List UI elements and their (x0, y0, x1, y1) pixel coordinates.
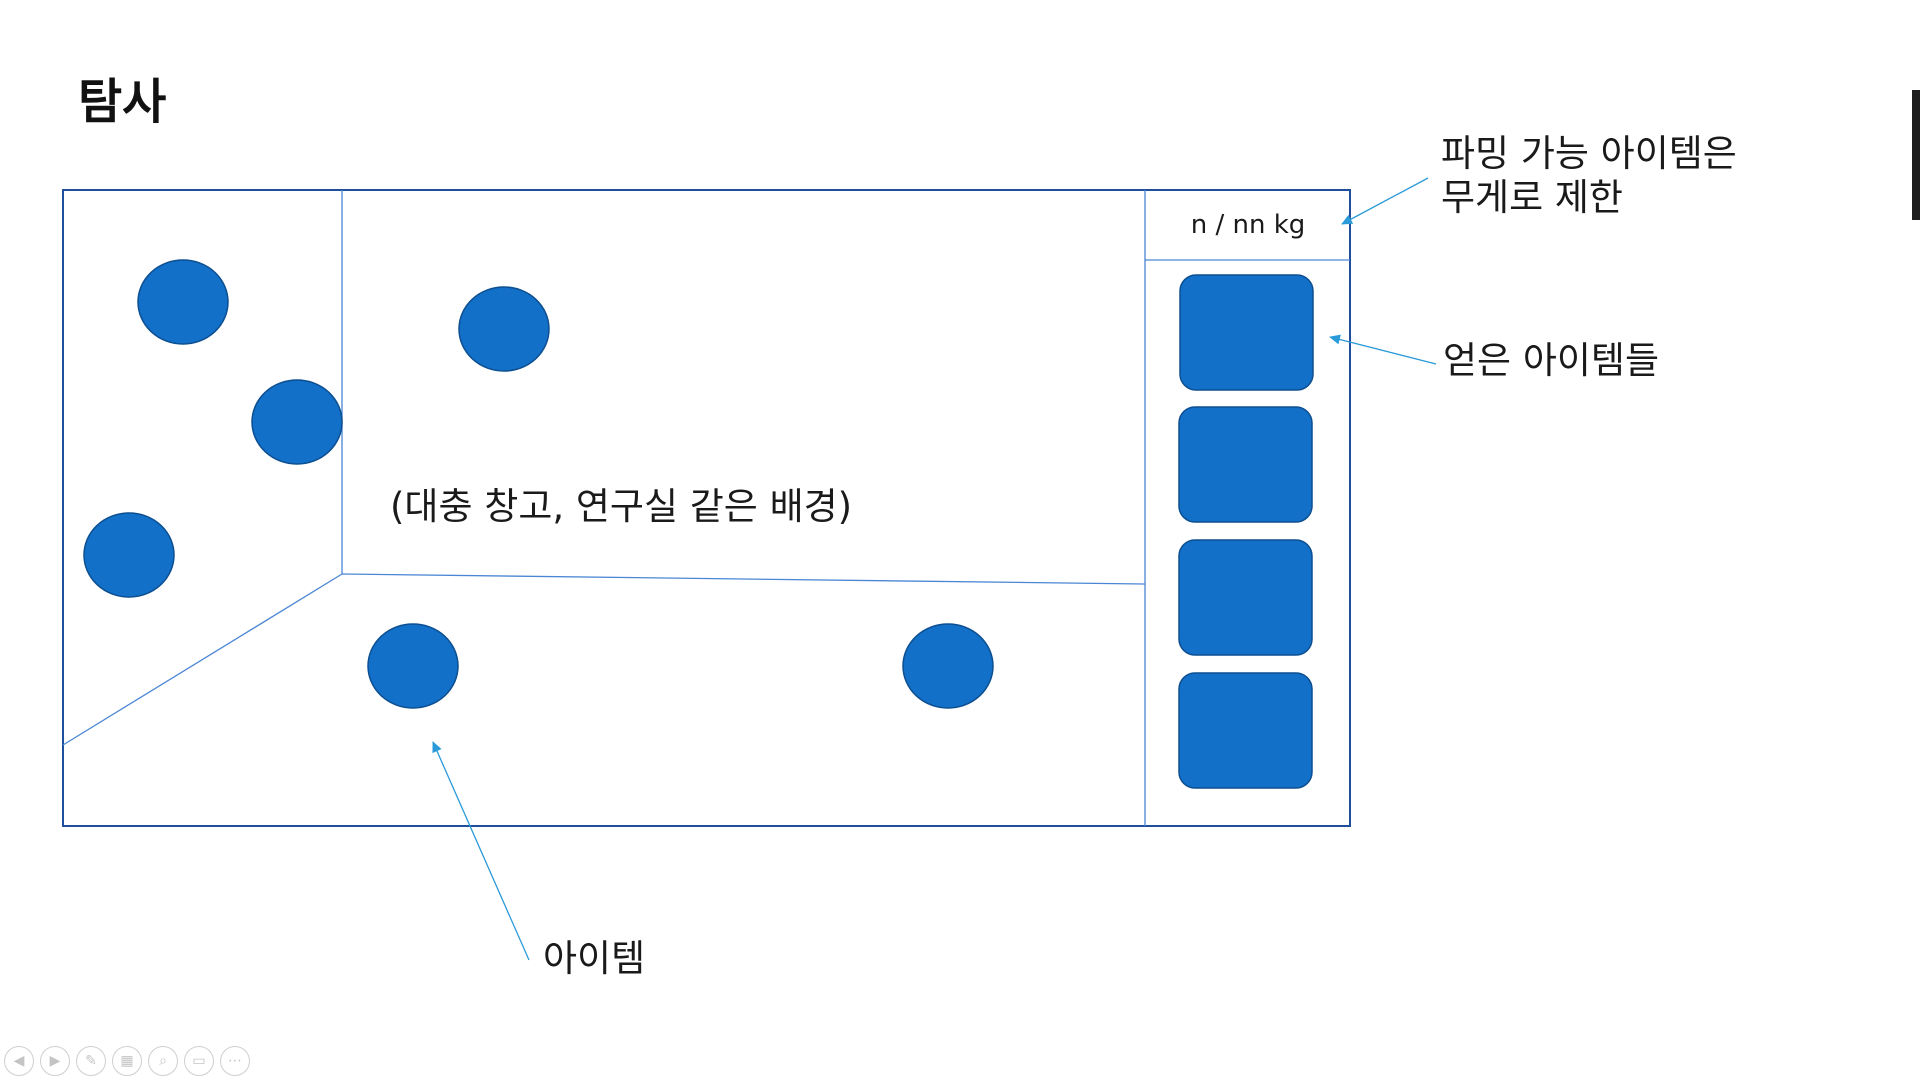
scene-item[interactable] (902, 623, 994, 709)
room-floor-back-edge (341, 573, 1146, 585)
item-annotation: 아이템 (543, 937, 646, 980)
obtained-items-annotation: 얻은 아이템들 (1443, 339, 1660, 382)
inventory-slot[interactable] (1178, 539, 1313, 656)
pen-icon[interactable]: ✎ (76, 1046, 106, 1076)
scene-item[interactable] (83, 512, 175, 598)
zoom-icon[interactable]: ⌕ (148, 1046, 178, 1076)
scene-item[interactable] (367, 623, 459, 709)
prev-icon[interactable]: ◀ (4, 1046, 34, 1076)
scene-item[interactable] (251, 379, 343, 465)
weight-limit-annotation-line2: 무게로 제한 (1441, 176, 1623, 219)
inventory-weight-label: n / nn kg (1190, 210, 1306, 240)
presentation-toolbar: ◀▶✎▦⌕▭⋯ (4, 1046, 250, 1076)
next-icon[interactable]: ▶ (40, 1046, 70, 1076)
weight-limit-annotation-line1: 파밍 가능 아이템은 (1441, 132, 1737, 175)
inventory-slot[interactable] (1178, 406, 1313, 523)
scene-item[interactable] (137, 259, 229, 345)
window-edge (1912, 90, 1920, 220)
background-note: (대충 창고, 연구실 같은 배경) (390, 485, 853, 528)
slides-icon[interactable]: ▦ (112, 1046, 142, 1076)
room-floor-left-edge (62, 573, 343, 746)
inventory-slot[interactable] (1178, 672, 1313, 789)
subtitles-icon[interactable]: ▭ (184, 1046, 214, 1076)
inventory-slots (1178, 274, 1314, 789)
scene-item[interactable] (458, 286, 550, 372)
item-arrow (432, 741, 530, 961)
inventory-slot[interactable] (1179, 274, 1314, 391)
slide-title: 탐사 (78, 74, 167, 130)
obtained-items-arrow (1329, 334, 1437, 365)
more-icon[interactable]: ⋯ (220, 1046, 250, 1076)
scene-items (83, 259, 994, 709)
scene-frame (62, 189, 1351, 827)
weight-limit-arrow (1341, 177, 1429, 225)
